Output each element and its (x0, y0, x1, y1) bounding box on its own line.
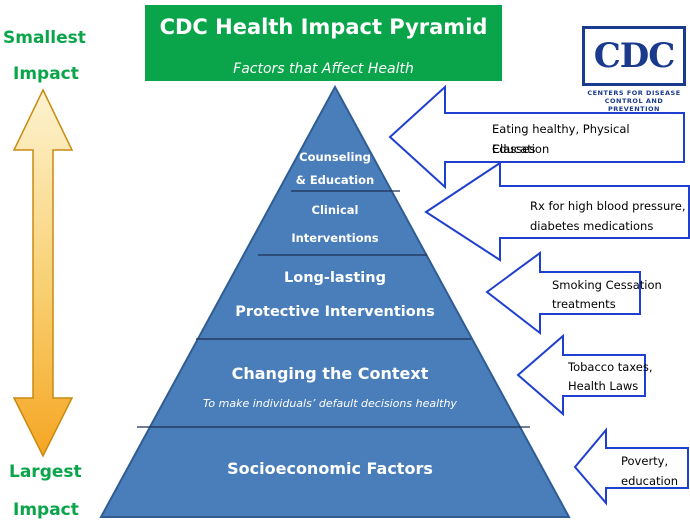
arrow-socioeconomic (573, 427, 689, 506)
tier-clinical-line2: Interventions (291, 231, 379, 245)
example-clinical-line1: Rx for high blood pressure, (530, 199, 686, 213)
largest-label: Largest (9, 462, 82, 482)
title-banner: CDC Health Impact Pyramid Factors that A… (145, 5, 502, 81)
example-protective-line2: treatments (552, 297, 616, 311)
largest-impact-label: Impact (13, 500, 79, 520)
example-socioeconomic-line2: education (621, 474, 679, 488)
smallest-label: Smallest (3, 28, 86, 48)
example-counseling-line2: Classes (492, 142, 536, 156)
arrow-clinical (424, 161, 690, 262)
tier-counseling-line2: & Education (295, 173, 375, 187)
example-context-line1: Tobacco taxes, (568, 360, 653, 374)
example-clinical-line2: diabetes medications (530, 219, 654, 233)
tier-protective-line1: Long-lasting (284, 270, 386, 286)
tier-context-line1: Changing the Context (231, 364, 429, 383)
cdc-logo-text: CDC (593, 36, 676, 76)
pyramid-body (99, 84, 571, 518)
tier-clinical-line1: Clinical (311, 203, 359, 217)
cdc-logo: CDC CENTERS FOR DISEASE CONTROL AND PREV… (582, 26, 686, 113)
tier-context-subtitle: To make individuals’ default decisions h… (203, 397, 457, 410)
example-protective-line1: Smoking Cessation (552, 278, 662, 292)
tier-socioeconomic: Socioeconomic Factors (227, 459, 433, 478)
smallest-impact-label: Impact (13, 64, 79, 84)
arrow-context (516, 333, 646, 417)
arrow-counseling (388, 84, 685, 190)
example-counseling-line1: Eating healthy, Physical Education (492, 122, 630, 156)
diagram-title: CDC Health Impact Pyramid (159, 15, 488, 39)
cdc-logo-box: CDC (582, 26, 686, 86)
diagram-subtitle: Factors that Affect Health (233, 61, 414, 77)
example-socioeconomic-line1: Poverty, (621, 454, 669, 468)
arrow-protective (485, 251, 641, 336)
example-context-line2: Health Laws (568, 379, 639, 393)
cdc-logo-tagline-1: CENTERS FOR DISEASE (587, 89, 681, 97)
tier-counseling-line1: Counseling (299, 150, 371, 164)
cdc-logo-tagline-2: CONTROL AND PREVENTION (604, 97, 664, 113)
tier-protective-line2: Protective Interventions (235, 304, 435, 320)
